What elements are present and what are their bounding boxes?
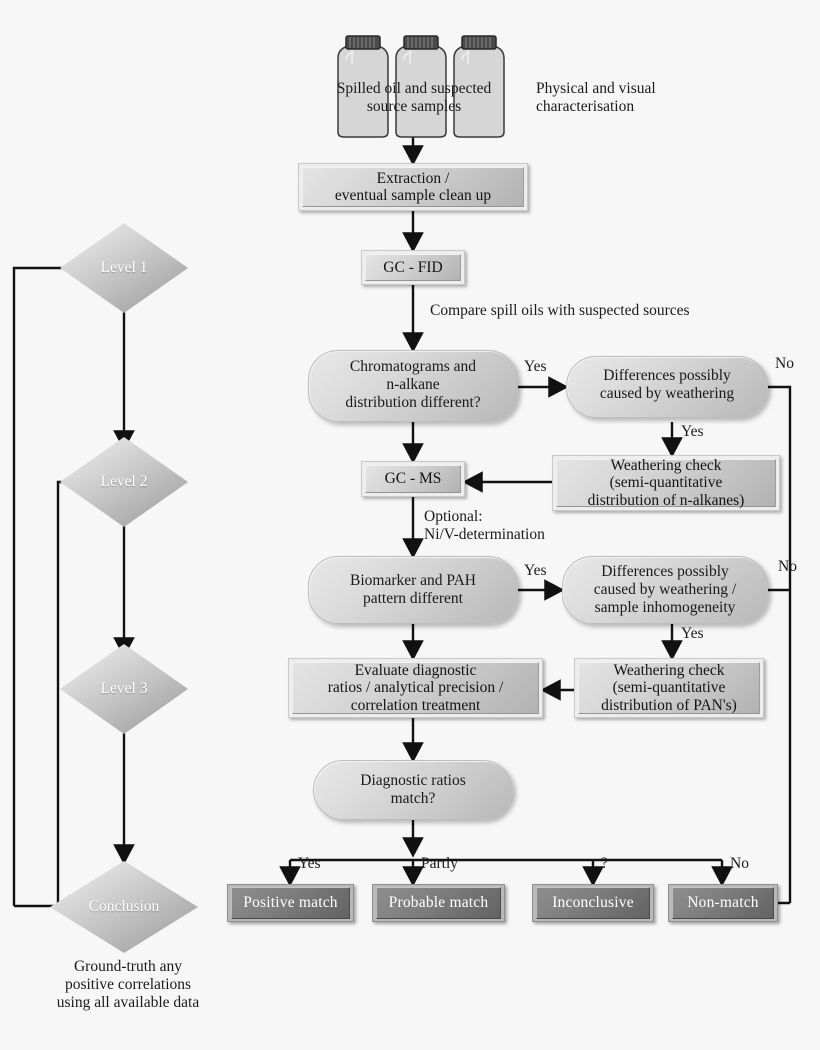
- node-diff-weathering-1-label: Differences possibly caused by weatherin…: [599, 367, 735, 402]
- node-gc-ms[interactable]: GC - MS: [361, 461, 465, 497]
- node-gc-fid-label: GC - FID: [365, 254, 461, 281]
- level-marker-2-label: Level 2: [100, 473, 148, 490]
- edge-label-yes-3: Yes: [524, 562, 547, 579]
- bottles-caption: Spilled oil and suspected source samples: [336, 80, 492, 115]
- level-marker-1-label: Level 1: [100, 259, 148, 276]
- node-extraction[interactable]: Extraction / eventual sample clean up: [298, 163, 528, 211]
- level-marker-3[interactable]: Level 3: [60, 644, 188, 734]
- result-probable-match[interactable]: Probable match: [372, 884, 505, 922]
- result-positive-match[interactable]: Positive match: [227, 884, 354, 922]
- result-positive-match-label: Positive match: [231, 887, 350, 919]
- node-diagnostic-match[interactable]: [313, 760, 513, 820]
- edge-label-yes-4: Yes: [681, 625, 704, 642]
- node-evaluate-label: Evaluate diagnostic ratios / analytical …: [292, 662, 539, 714]
- edge-label-yes-1: Yes: [524, 358, 547, 375]
- node-chromatograms[interactable]: [308, 350, 518, 422]
- result-non-match-label: Non-match: [672, 887, 774, 919]
- edge-label-branch-partly: Partly: [421, 855, 459, 872]
- node-extraction-label: Extraction / eventual sample clean up: [302, 167, 524, 207]
- level-marker-conclusion-label: Conclusion: [88, 898, 160, 915]
- sample-bottles-illustration: [337, 35, 505, 138]
- node-diagnostic-match-label: Diagnostic ratios match?: [360, 772, 466, 807]
- node-weathering-check-2[interactable]: Weathering check (semi-quantitative dist…: [574, 658, 764, 718]
- result-non-match[interactable]: Non-match: [668, 884, 778, 922]
- level-marker-conclusion[interactable]: Conclusion: [50, 861, 198, 953]
- result-inconclusive[interactable]: Inconclusive: [532, 884, 654, 922]
- edge-label-branch-no: No: [730, 855, 749, 872]
- edge-label-branch-yes: Yes: [298, 855, 321, 872]
- optional-note: Optional: Ni/V-determination: [424, 508, 545, 543]
- edge-label-no-2: No: [778, 558, 797, 575]
- node-diff-weathering-2[interactable]: [562, 556, 768, 624]
- level-marker-2[interactable]: Level 2: [60, 437, 188, 527]
- level-marker-1[interactable]: Level 1: [60, 223, 188, 313]
- node-evaluate[interactable]: Evaluate diagnostic ratios / analytical …: [288, 658, 543, 718]
- edge-label-branch-question: ?: [601, 855, 608, 872]
- node-diff-weathering-1[interactable]: [566, 356, 768, 418]
- edge-label-yes-2: Yes: [681, 423, 704, 440]
- node-gc-ms-label: GC - MS: [365, 465, 461, 493]
- physical-visual-note: Physical and visual characterisation: [536, 80, 656, 115]
- result-probable-match-label: Probable match: [376, 887, 501, 919]
- edge-label-no-1: No: [775, 355, 794, 372]
- node-chromatograms-label: Chromatograms and n-alkane distribution …: [345, 358, 481, 411]
- compare-note: Compare spill oils with suspected source…: [430, 302, 690, 319]
- footer-note: Ground-truth any positive correlations u…: [56, 958, 200, 1011]
- node-weathering-check-2-label: Weathering check (semi-quantitative dist…: [578, 662, 760, 714]
- result-inconclusive-label: Inconclusive: [536, 887, 650, 919]
- node-weathering-check-1-label: Weathering check (semi-quantitative dist…: [556, 457, 776, 509]
- node-gc-fid[interactable]: GC - FID: [361, 250, 465, 285]
- node-diff-weathering-2-label: Differences possibly caused by weatherin…: [593, 563, 737, 616]
- level-marker-3-label: Level 3: [100, 680, 148, 697]
- node-biomarker-label: Biomarker and PAH pattern different: [350, 572, 476, 607]
- node-weathering-check-1[interactable]: Weathering check (semi-quantitative dist…: [552, 455, 780, 511]
- node-biomarker[interactable]: [308, 556, 518, 624]
